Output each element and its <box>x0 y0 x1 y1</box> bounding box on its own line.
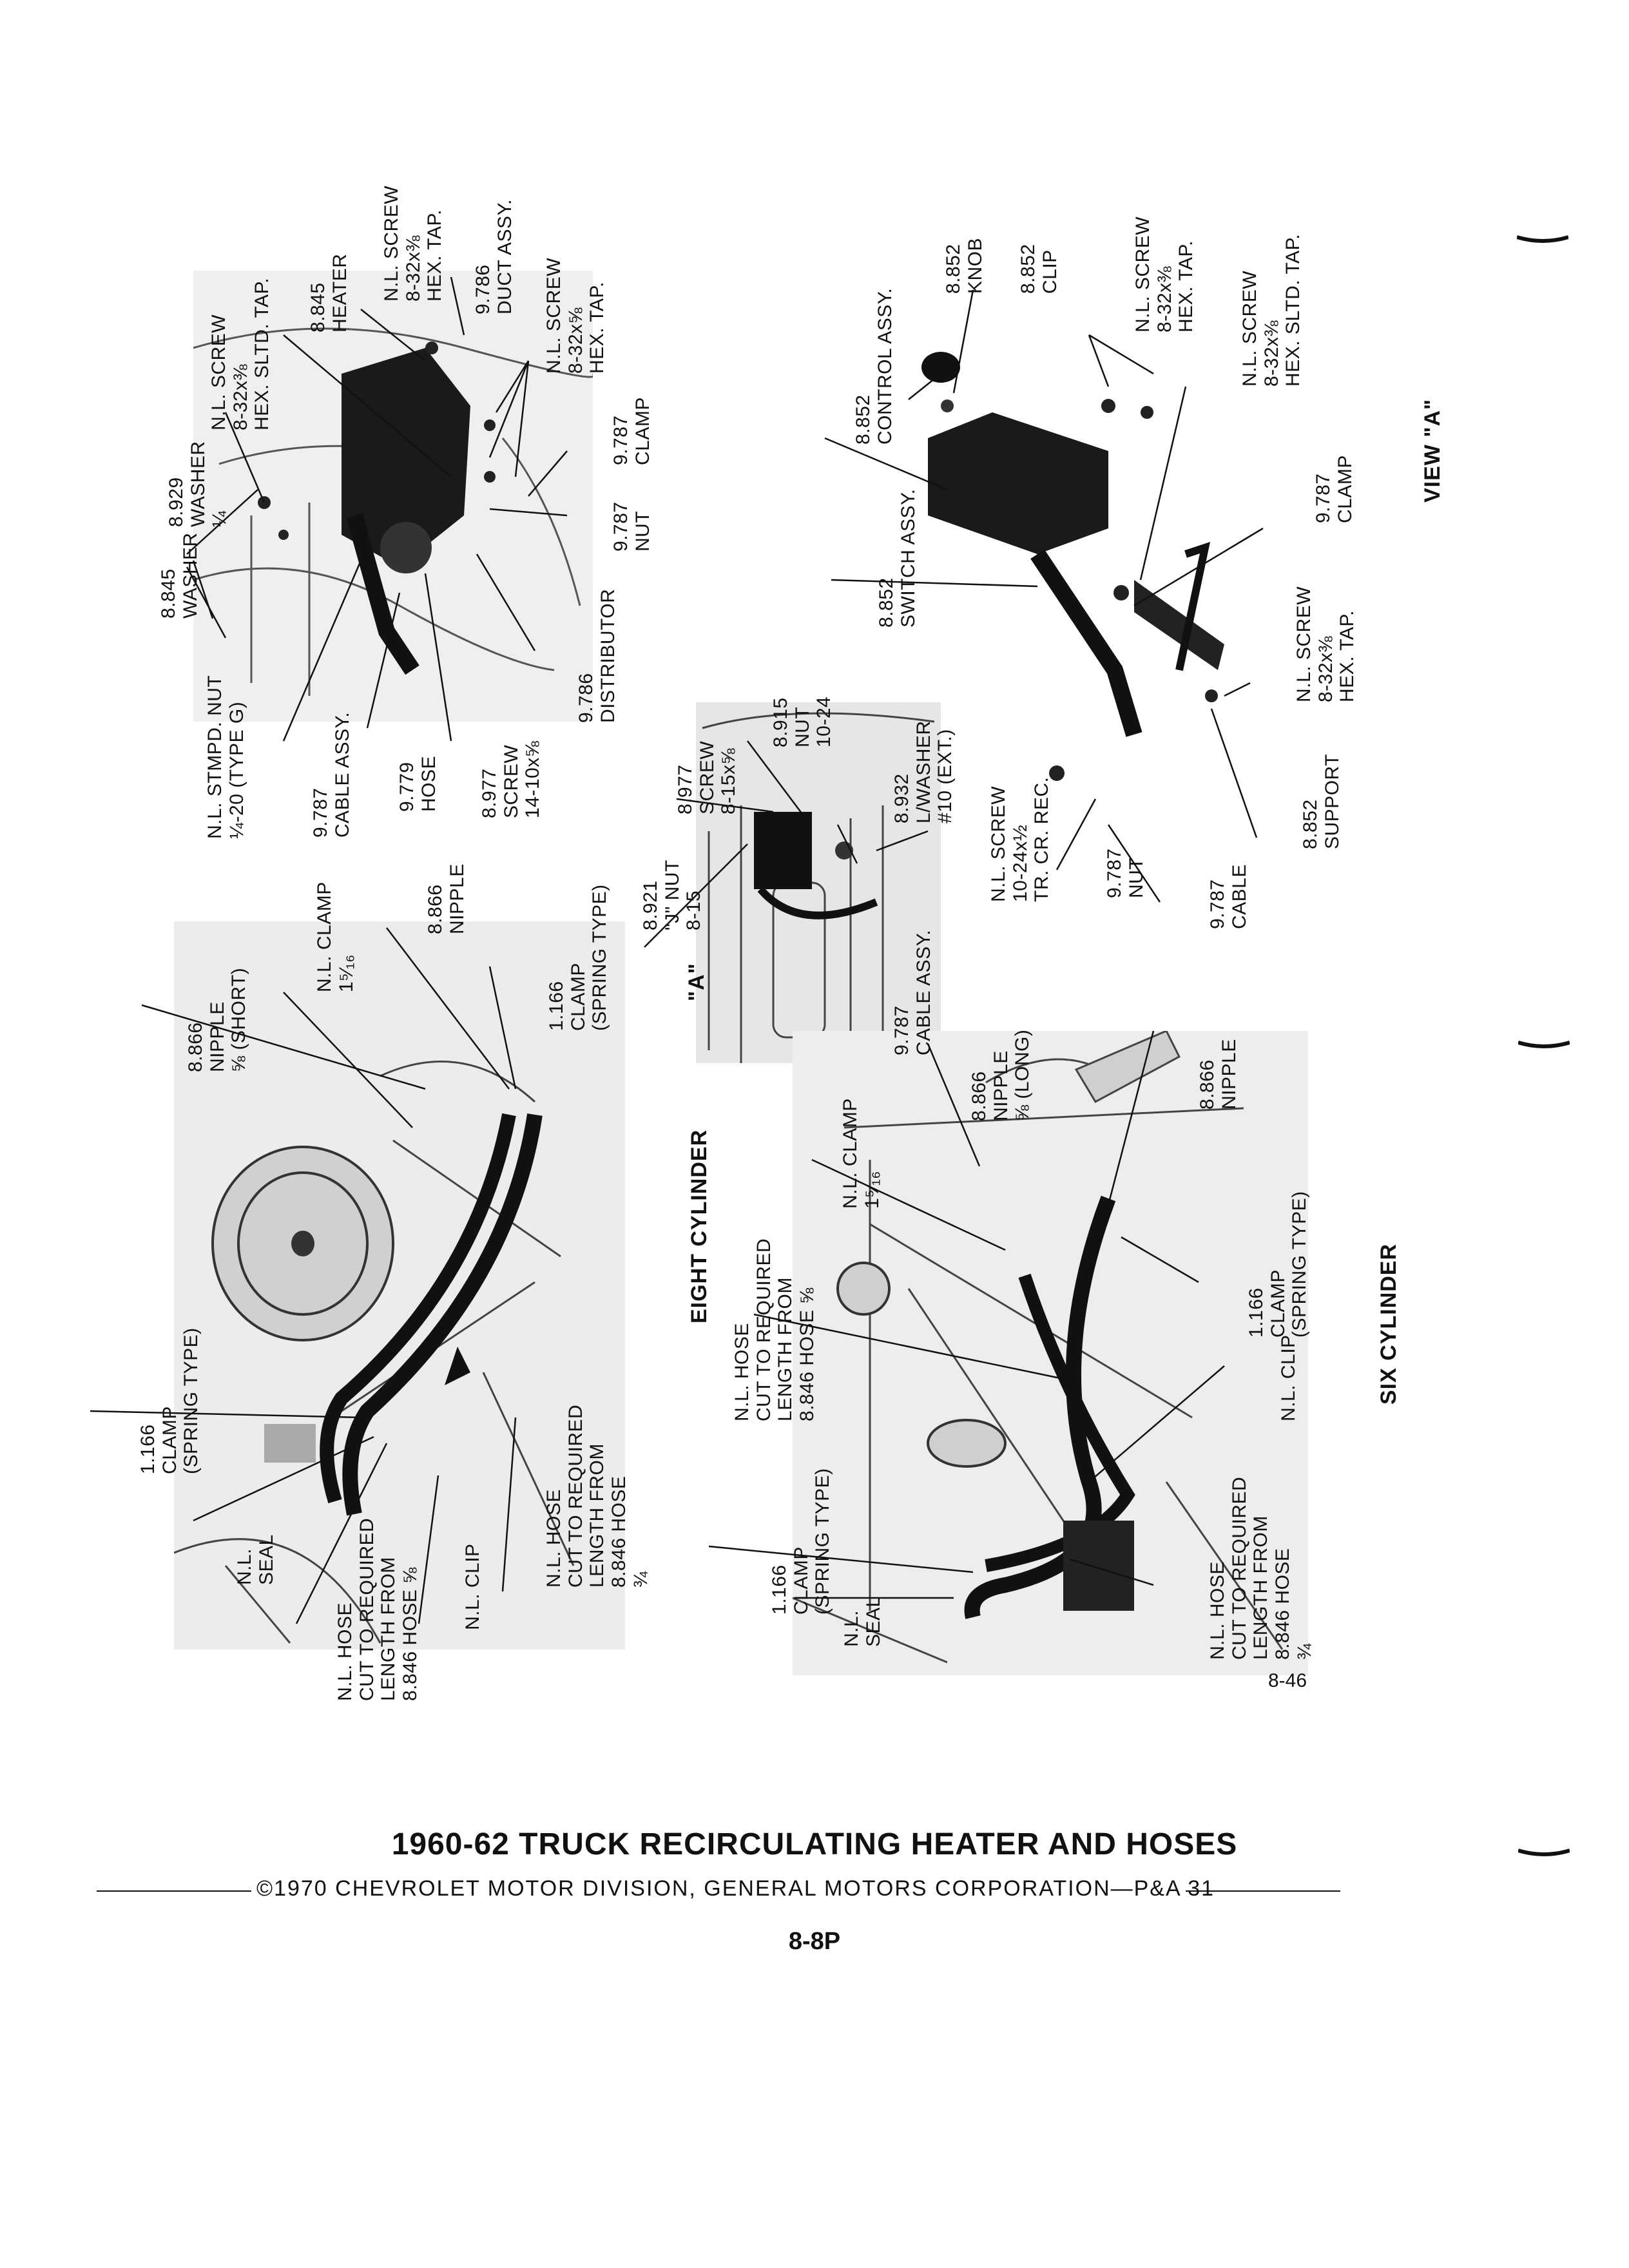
figure-number: 8-46 <box>1268 1670 1307 1691</box>
view-a-control-illustration <box>921 352 1224 781</box>
margin-tick-2 <box>1518 1041 1570 1048</box>
margin-tick-3 <box>1518 1849 1570 1856</box>
leader-lines <box>90 276 1264 1624</box>
eight-cylinder-engine-illustration <box>174 921 625 1649</box>
heater-installation-illustration <box>193 271 593 722</box>
copyright-line: ©1970 CHEVROLET MOTOR DIVISION, GENERAL … <box>97 1876 1340 1902</box>
copyright-rule-right <box>1186 1890 1340 1892</box>
margin-tick-1 <box>1517 235 1568 243</box>
page-number: 8-8P <box>788 1928 841 1955</box>
six-cylinder-engine-illustration <box>793 1031 1308 1675</box>
page-title: 1960-62 TRUCK RECIRCULATING HEATER AND H… <box>391 1827 1238 1861</box>
control-mounting-illustration <box>696 702 941 1063</box>
copyright-text: ©1970 CHEVROLET MOTOR DIVISION, GENERAL … <box>256 1876 1215 1901</box>
copyright-rule-left <box>97 1890 251 1892</box>
